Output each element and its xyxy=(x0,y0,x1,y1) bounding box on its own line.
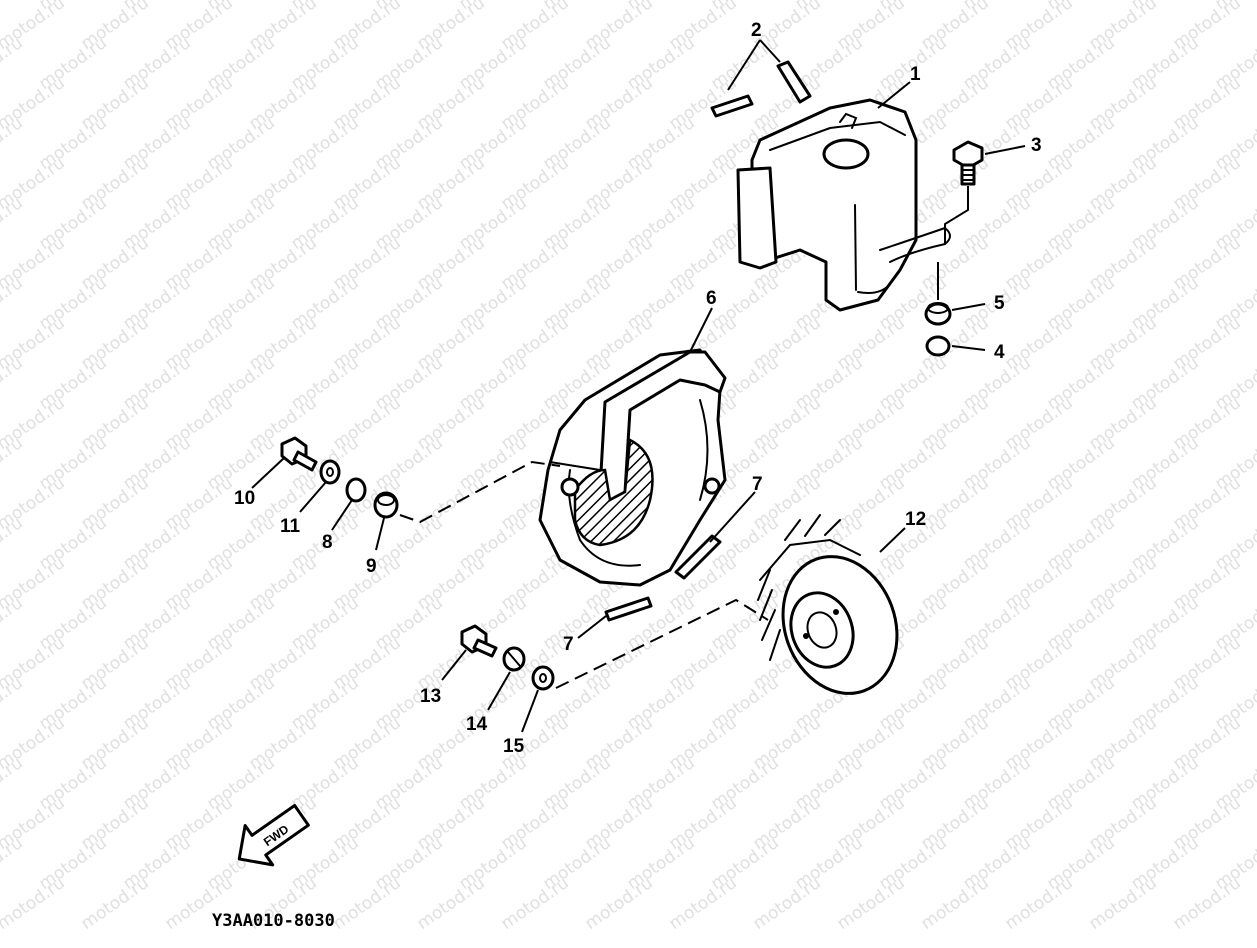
watermark-text: motod.ru xyxy=(1253,633,1257,694)
watermark-text: motod.ru xyxy=(1253,793,1257,854)
watermark-text: motod.ru xyxy=(329,873,404,934)
callout-8: 8 xyxy=(322,532,333,553)
callout-13: 13 xyxy=(420,686,441,707)
watermark-text: motod.ru xyxy=(0,753,27,814)
part-7-pin-upper xyxy=(674,534,722,580)
callout-3: 3 xyxy=(1031,135,1042,156)
callout-12: 12 xyxy=(905,509,926,530)
watermark-text: motod.ru xyxy=(1253,73,1257,134)
part-5-grommet xyxy=(924,302,952,326)
watermark-text: motod.ru xyxy=(833,873,908,934)
fwd-arrow-icon: FWD xyxy=(237,804,310,867)
part-10-bolt xyxy=(280,436,318,472)
watermark-text: motod.ru xyxy=(0,873,69,934)
assembly-line-bolt-3 xyxy=(937,186,969,300)
watermark-text: motod.ru xyxy=(1253,393,1257,454)
watermark-text: motod.ru xyxy=(0,113,27,174)
part-15-washer xyxy=(531,665,555,691)
part-7-pin-lower xyxy=(604,596,653,622)
part-8-collar xyxy=(345,477,367,503)
watermark-text: motod.ru xyxy=(1001,873,1076,934)
watermark-text: motod.ru xyxy=(1253,313,1257,374)
part-13-nut xyxy=(460,624,498,658)
watermark-text: motod.ru xyxy=(0,433,27,494)
part-9-grommet xyxy=(373,491,399,519)
watermark-text: motod.ru xyxy=(581,873,656,934)
watermark-text: motod.ru xyxy=(413,873,488,934)
callout-2: 2 xyxy=(751,20,762,41)
part-6-fan-housing xyxy=(538,348,727,587)
callout-14: 14 xyxy=(466,714,488,735)
watermark-text: motod.ru xyxy=(1085,873,1160,934)
watermark-text: motod.ru xyxy=(1169,873,1244,934)
callout-15: 15 xyxy=(503,736,525,757)
watermark-text: motod.ru xyxy=(1253,553,1257,614)
watermark-text: motod.ru xyxy=(497,873,572,934)
callout-6: 6 xyxy=(706,288,717,309)
watermark-text: motod.ru xyxy=(0,353,27,414)
watermark-text: motod.ru xyxy=(1253,473,1257,534)
callout-11: 11 xyxy=(280,516,301,537)
callout-5: 5 xyxy=(994,293,1005,314)
part-2-pins xyxy=(710,60,812,118)
watermark-text: motod.ru xyxy=(1253,153,1257,214)
watermark-text: motod.ru xyxy=(0,673,27,734)
watermark-text: motod.ru xyxy=(0,833,27,894)
watermark-text: motod.ru xyxy=(917,873,992,934)
watermark-text: motod.ru xyxy=(665,873,740,934)
callout-9: 9 xyxy=(366,556,377,577)
assembly-line-housing xyxy=(399,460,561,524)
callout-7-upper: 7 xyxy=(752,474,763,495)
callout-labels: 2 1 3 5 4 6 7 12 7 10 11 8 9 13 14 15 xyxy=(234,20,1042,757)
callout-1: 1 xyxy=(910,64,921,85)
watermark-text: motod.ru xyxy=(0,0,27,14)
watermark-text: motod.ru xyxy=(749,873,824,934)
assembly-line-flywheel xyxy=(555,598,769,689)
part-14-lock-washer xyxy=(502,646,526,672)
watermark-text: motod.ru xyxy=(0,273,27,334)
watermark-text: motod.ru xyxy=(1253,873,1257,934)
callout-4: 4 xyxy=(994,342,1005,363)
callout-7-lower: 7 xyxy=(563,634,574,655)
watermark-text: motod.ru xyxy=(77,873,152,934)
part-11-washer xyxy=(319,459,341,485)
watermark-text: motod.ru xyxy=(0,593,27,654)
leader-lines xyxy=(251,39,1026,733)
watermark-text: motod.ru xyxy=(1253,713,1257,774)
watermark-text: motod.ru xyxy=(1253,233,1257,294)
watermark-text: motod.ru xyxy=(0,33,27,94)
part-4-collar xyxy=(925,335,951,357)
part-3-bolt xyxy=(952,140,984,186)
part-12-flywheel xyxy=(757,514,899,695)
callout-10: 10 xyxy=(234,488,255,509)
watermark-text: motod.ru xyxy=(0,513,27,574)
part-1-air-shroud xyxy=(736,98,951,312)
diagram-code: Y3AA010-8030 xyxy=(212,911,335,931)
watermark-text: motod.ru xyxy=(0,193,27,254)
